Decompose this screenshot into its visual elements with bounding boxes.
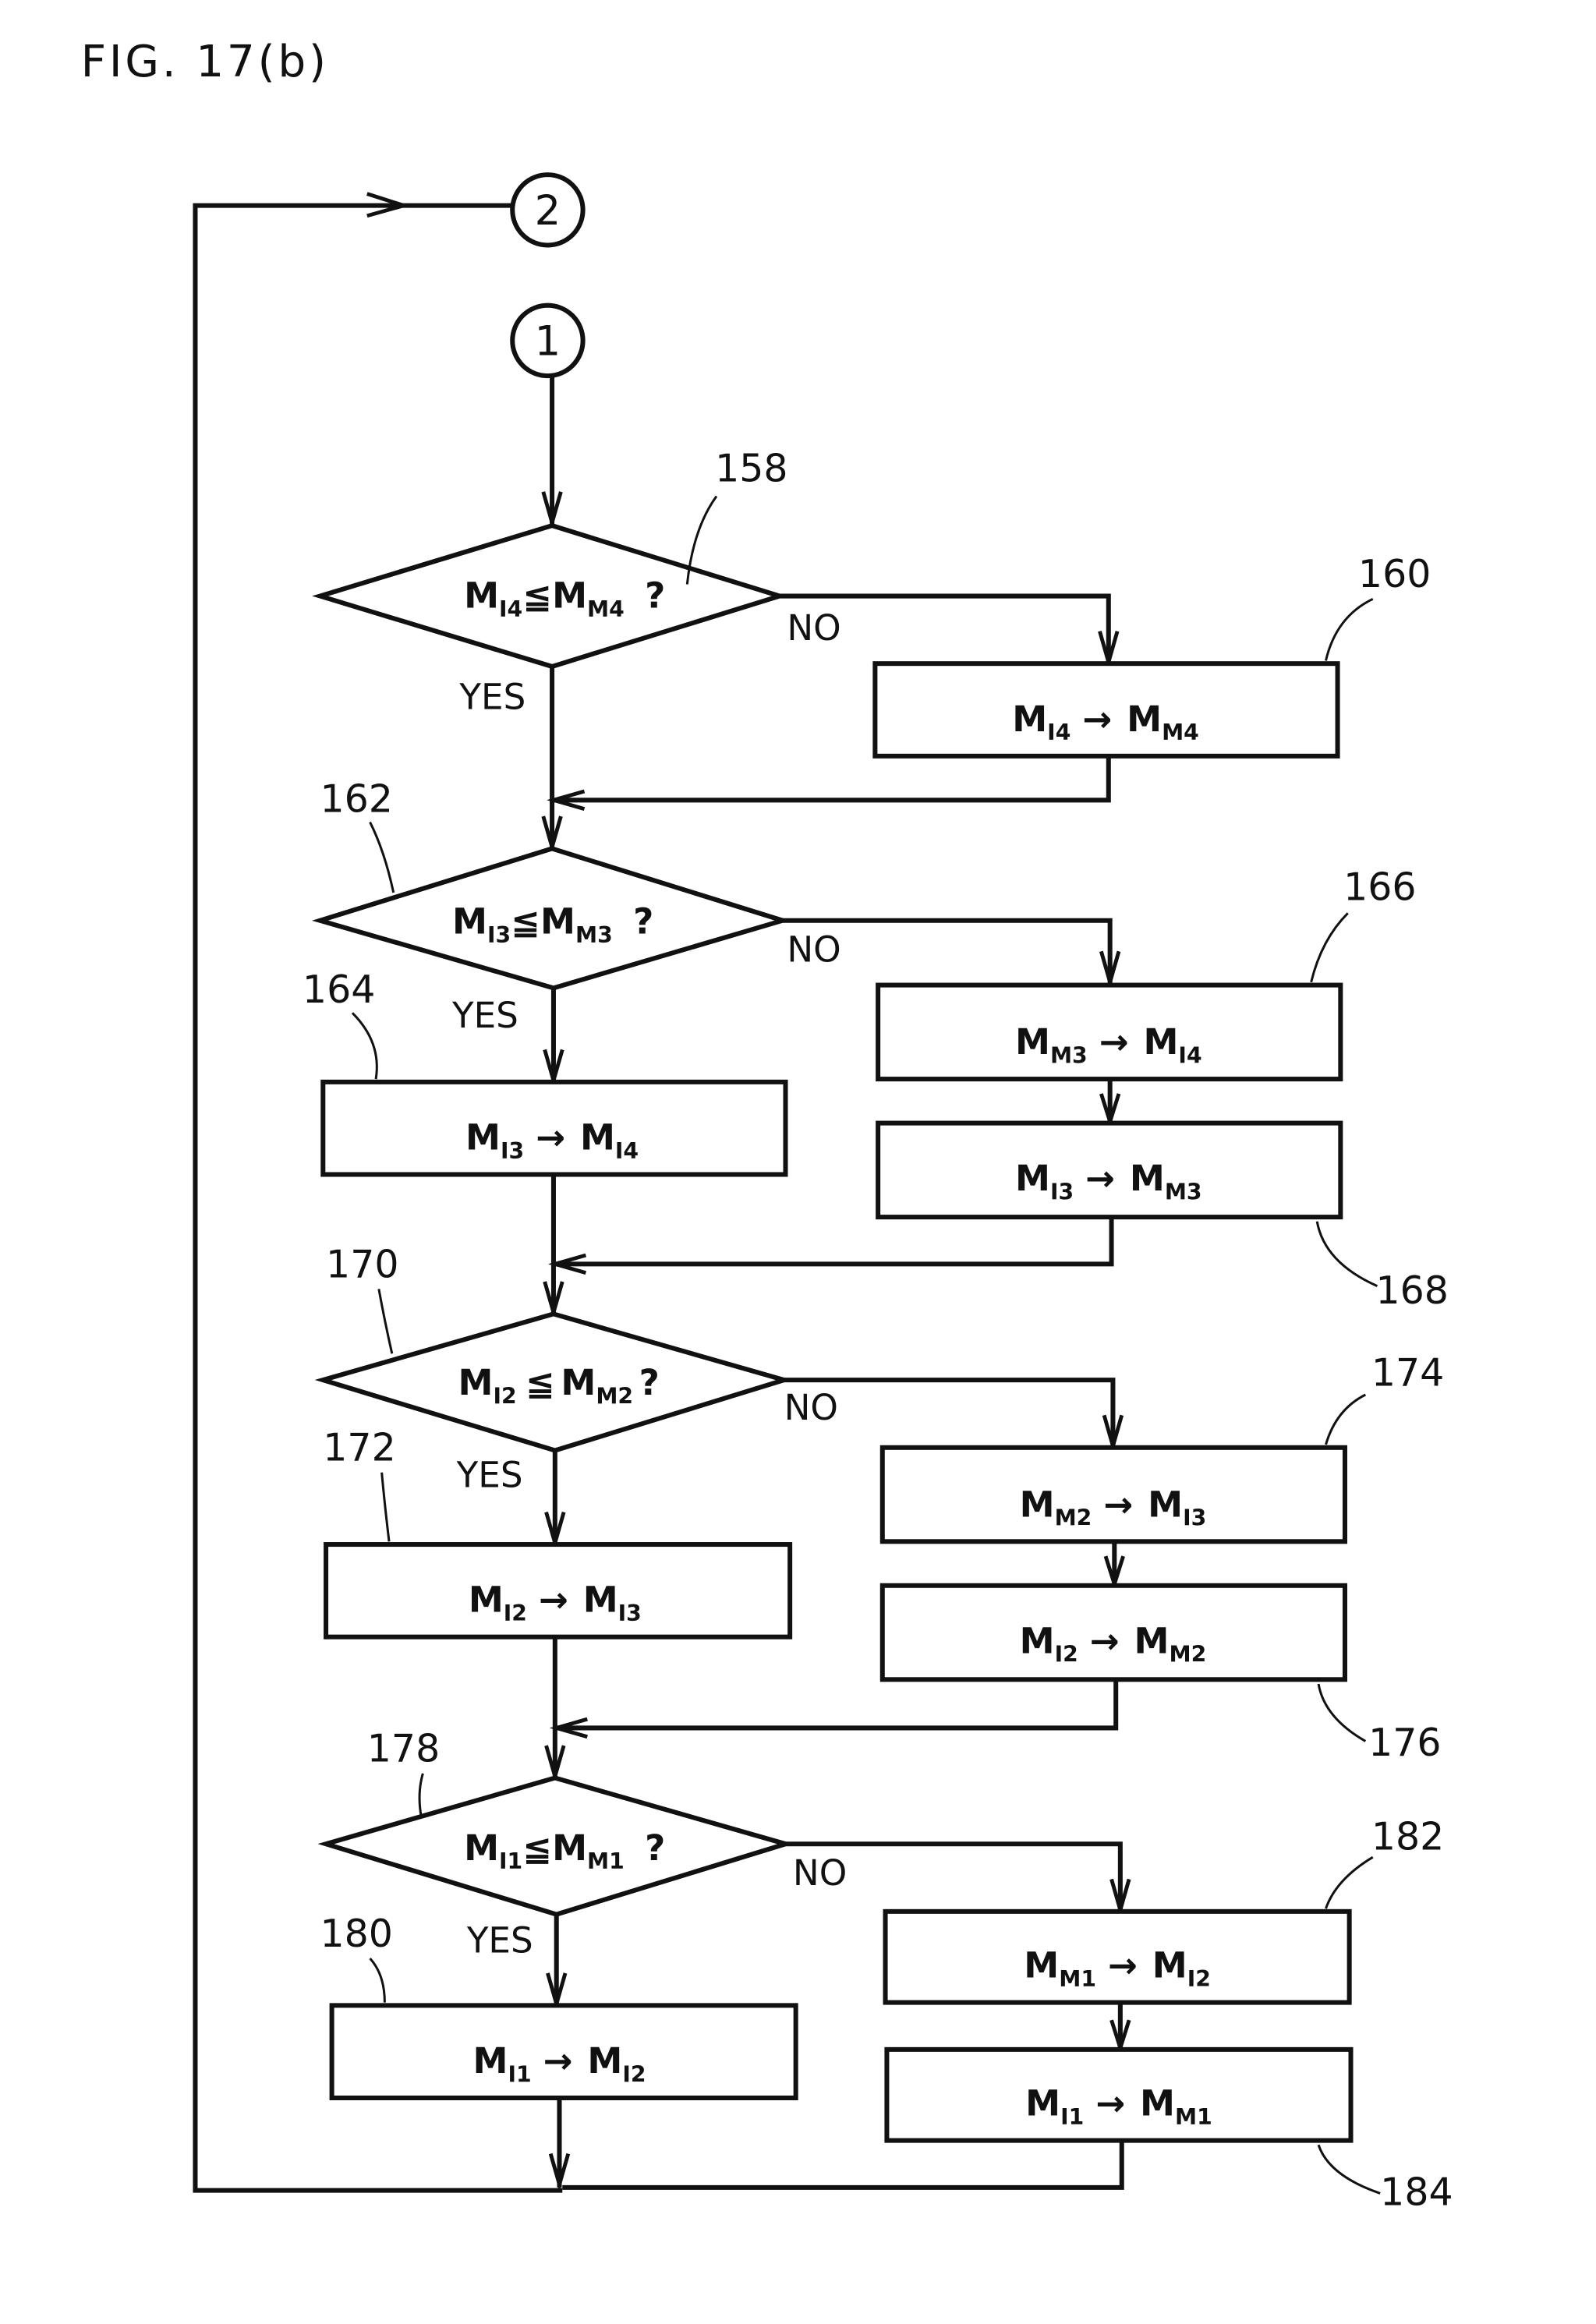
process-164-text: MI3→MI4 (465, 1116, 639, 1163)
leader-174 (1325, 1395, 1365, 1445)
leader-170 (379, 1289, 392, 1353)
decision-178: MI1≦MM1? (326, 1777, 785, 1914)
process-166-text: MM3→MI4 (1015, 1021, 1202, 1068)
flow-line (562, 2141, 1121, 2188)
ref-164: 164 (303, 967, 375, 1012)
ref-162: 162 (320, 776, 393, 821)
no-label: NO (793, 1852, 847, 1894)
leader-184 (1318, 2145, 1380, 2193)
ref-160: 160 (1358, 552, 1431, 596)
decision-162: MI3≦MM3? (320, 848, 783, 988)
decision-158: MI4≦MM4? (320, 525, 780, 667)
yes-label: YES (458, 677, 526, 718)
yes-label: YES (456, 1455, 523, 1496)
ref-184: 184 (1380, 2170, 1453, 2214)
leader-176 (1318, 1684, 1365, 1741)
yes-label: YES (451, 995, 518, 1036)
ref-158: 158 (715, 447, 787, 491)
flow-line (555, 1679, 1116, 1728)
leader-180 (370, 1958, 385, 2002)
ref-174: 174 (1371, 1351, 1444, 1395)
ref-176: 176 (1368, 1721, 1441, 1765)
leader-162 (370, 822, 394, 893)
leader-178 (419, 1774, 423, 1817)
no-label: NO (784, 1387, 838, 1428)
process-182-text: MM1→MI2 (1024, 1945, 1211, 1992)
ref-182: 182 (1371, 1815, 1444, 1859)
connector-entry-label: 1 (535, 318, 561, 366)
ref-170: 170 (326, 1242, 398, 1286)
no-label: NO (787, 929, 840, 970)
ref-172: 172 (323, 1426, 395, 1470)
no-label: NO (787, 607, 840, 649)
leader-182 (1325, 1857, 1372, 1908)
leader-166 (1311, 913, 1348, 982)
leader-164 (352, 1013, 377, 1079)
ref-180: 180 (320, 1912, 393, 1956)
ref-168: 168 (1376, 1268, 1449, 1313)
process-174-text: MM2→MI3 (1020, 1484, 1207, 1530)
ref-166: 166 (1343, 865, 1416, 909)
leader-168 (1317, 1222, 1377, 1286)
figure-title: FIG. 17(b) (81, 37, 329, 87)
process-180-text: MI1→MI2 (472, 2040, 646, 2087)
ref-178: 178 (367, 1727, 440, 1771)
flow-line (552, 756, 1109, 800)
leader-160 (1325, 599, 1372, 660)
connector-exit-label: 2 (535, 187, 561, 235)
process-172-text: MI2→MI3 (469, 1579, 642, 1626)
yes-label: YES (466, 1920, 533, 1961)
flow-line (554, 1217, 1112, 1264)
leader-172 (382, 1473, 389, 1542)
